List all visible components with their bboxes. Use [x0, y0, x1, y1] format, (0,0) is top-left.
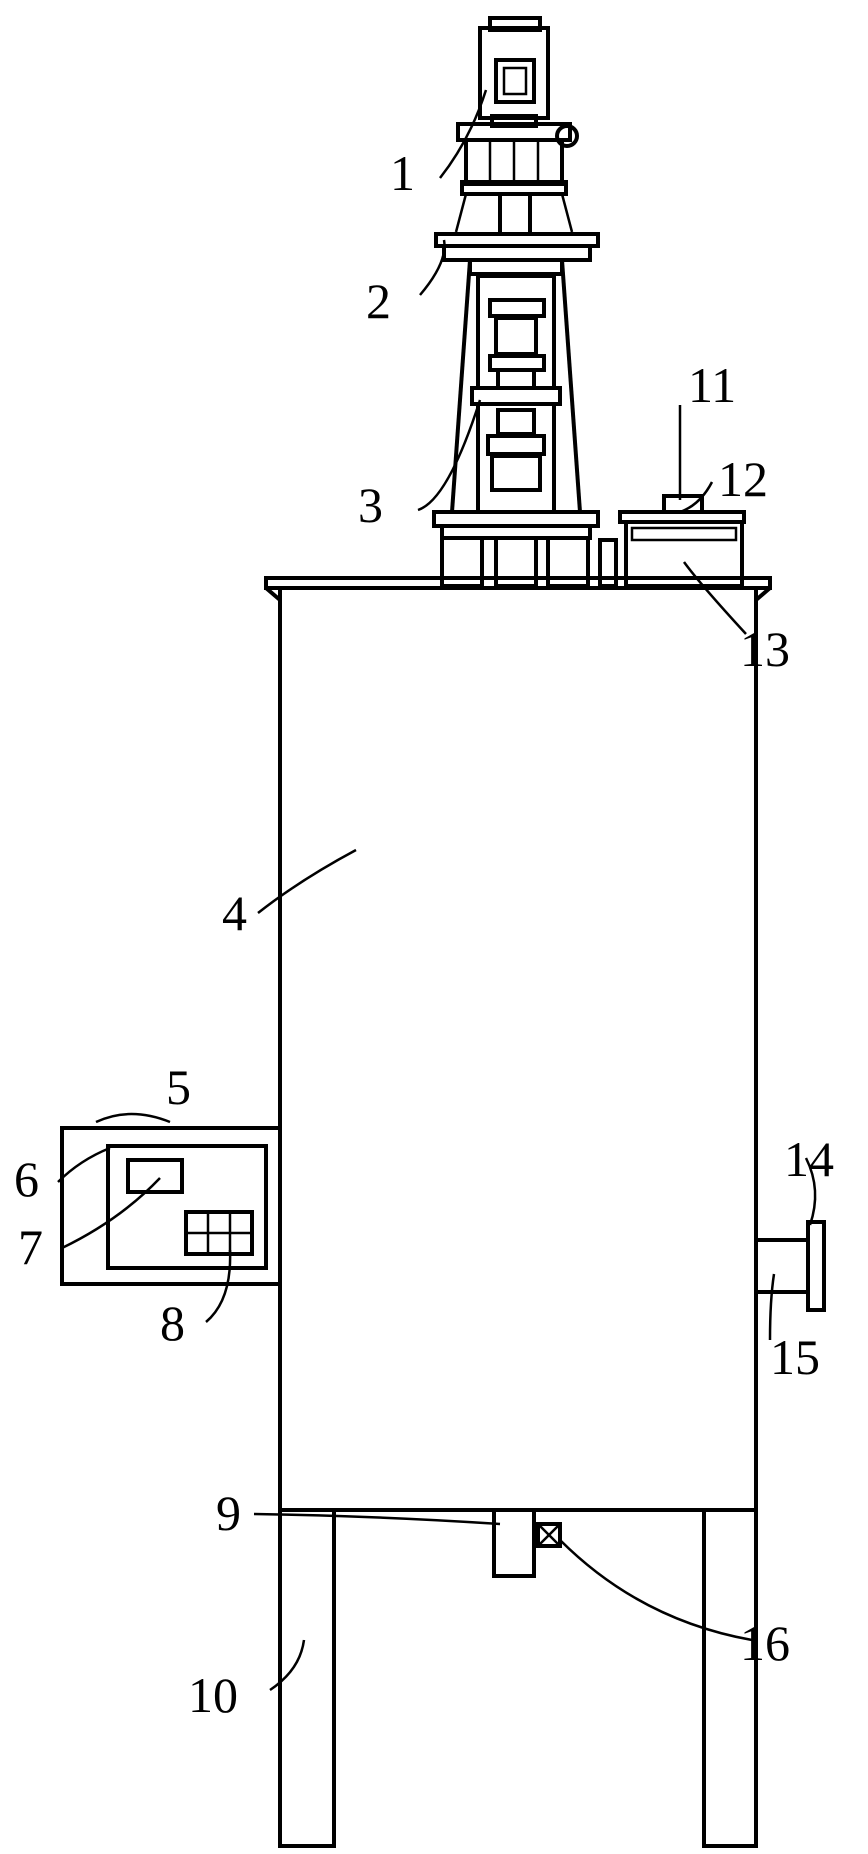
- mounting-flange: [434, 232, 600, 262]
- reducer-housing: [454, 122, 574, 236]
- callout-9: 9: [216, 1485, 241, 1541]
- leader-lines: [57, 89, 817, 1692]
- side-outlet-pipe: [754, 1220, 826, 1312]
- callout-labels: 1 2 3 4 5 6 7 8 9 10 11 12 13 14 15 16: [14, 145, 834, 1723]
- callout-5: 5: [166, 1059, 191, 1115]
- callout-16: 16: [740, 1615, 790, 1671]
- callout-1: 1: [390, 145, 415, 201]
- callout-10: 10: [188, 1667, 238, 1723]
- callout-3: 3: [358, 477, 383, 533]
- callout-11: 11: [688, 357, 736, 413]
- support-legs: [278, 1508, 758, 1848]
- bottom-discharge: [492, 1508, 562, 1578]
- callout-8: 8: [160, 1295, 185, 1351]
- motor: [478, 16, 579, 148]
- tank-body: [264, 576, 772, 1512]
- callout-4: 4: [222, 885, 247, 941]
- callout-13: 13: [740, 621, 790, 677]
- feed-port-assembly: [618, 494, 746, 588]
- callout-7: 7: [18, 1219, 43, 1275]
- callout-14: 14: [784, 1131, 834, 1187]
- callout-2: 2: [366, 273, 391, 329]
- control-box: [60, 1126, 282, 1286]
- callout-15: 15: [770, 1329, 820, 1385]
- coupling-frame: [432, 258, 600, 540]
- callout-12: 12: [718, 451, 768, 507]
- callout-6: 6: [14, 1151, 39, 1207]
